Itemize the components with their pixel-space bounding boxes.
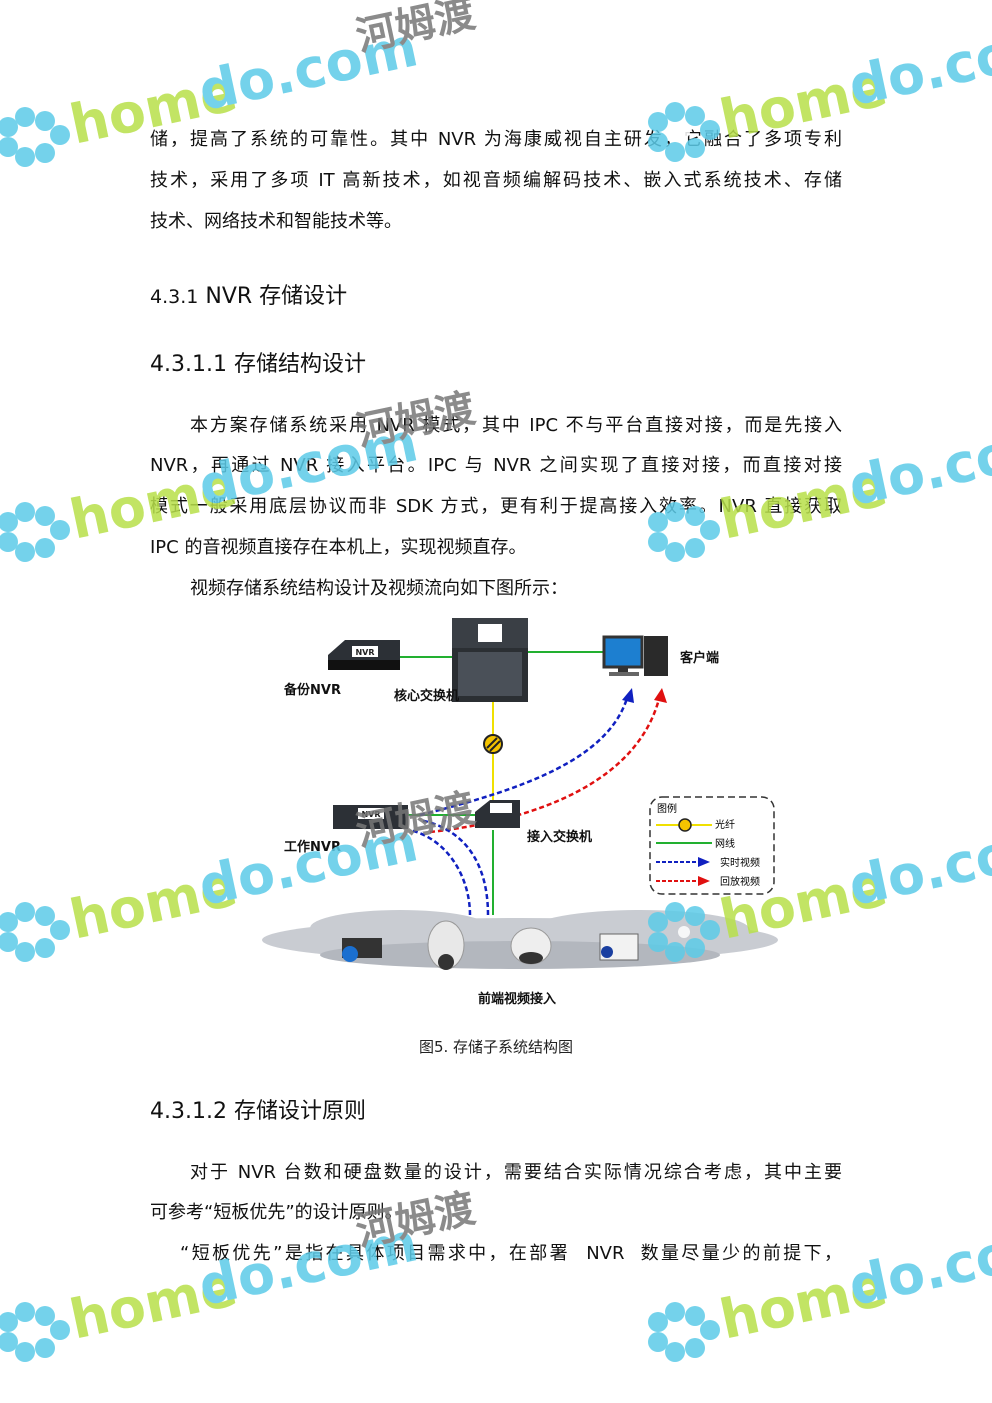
- backup-nvr-label: 备份NVR: [283, 682, 341, 698]
- core-switch-device: [452, 618, 528, 702]
- backup-nvr-device: NVR: [328, 640, 400, 670]
- fiber-icon: [483, 734, 503, 754]
- client-label: 客户端: [680, 650, 719, 666]
- text-line: “短板优先”是指在具体项目需求中，在部署 NVR 数量尽量少的前提下，: [180, 1243, 842, 1264]
- figure-caption: 图5. 存储子系统结构图: [418, 1038, 574, 1056]
- nvr-badge: NVR: [355, 648, 374, 657]
- legend-title: 图例: [657, 802, 677, 815]
- access-switch-label: 接入交换机: [527, 829, 592, 845]
- nvr-badge: NVR: [361, 810, 380, 819]
- legend-network: 网线: [715, 837, 735, 850]
- text-line: 可参考“短板优先”的设计原则。: [150, 1202, 403, 1223]
- legend-realtime: 实时视频: [720, 856, 760, 869]
- section-heading-4-3-1-2: 4.3.1.2 存储设计原则: [150, 1099, 366, 1124]
- work-nvr-device: NVR: [333, 805, 408, 829]
- camera-box: [599, 933, 639, 961]
- section-heading-4-3-1: 4.3.1 NVR 存储设计: [150, 283, 347, 311]
- frontend-label: 前端视频接入: [478, 991, 556, 1007]
- work-nvr-label: 工作NVR: [284, 839, 341, 855]
- section-title: NVR 存储设计: [205, 284, 348, 309]
- text-line: 技术、网络技术和智能技术等。: [150, 211, 402, 232]
- access-switch-device: [475, 800, 520, 828]
- core-switch-label: 核心交换机: [394, 688, 459, 704]
- text-line: 视频存储系统结构设计及视频流向如下图所示：: [190, 578, 568, 599]
- playback-arrow-icon: [654, 688, 667, 703]
- client-computer: [602, 635, 668, 676]
- camera-speed-dome: [427, 920, 465, 970]
- text-line: 技术，采用了多项 IT 高新技术，如视音频编解码技术、嵌入式系统技术、存储: [150, 170, 842, 191]
- playback-video-flow: [429, 694, 662, 834]
- section-number: 4.3.1: [150, 286, 199, 308]
- realtime-video-uplink: [409, 818, 490, 916]
- realtime-video-flow: [419, 694, 630, 817]
- legend-fiber: 光纤: [715, 818, 735, 831]
- legend: 图例 光纤 网线 实时视频 回放视频: [649, 796, 775, 895]
- camera-dome: [510, 927, 552, 965]
- legend-playback: 回放视频: [720, 875, 760, 888]
- text-line: 对于 NVR 台数和硬盘数量的设计，需要结合实际情况综合考虑，其中主要: [190, 1162, 842, 1183]
- section-heading-4-3-1-1: 4.3.1.1 存储结构设计: [150, 352, 366, 377]
- realtime-arrow-icon: [622, 688, 634, 703]
